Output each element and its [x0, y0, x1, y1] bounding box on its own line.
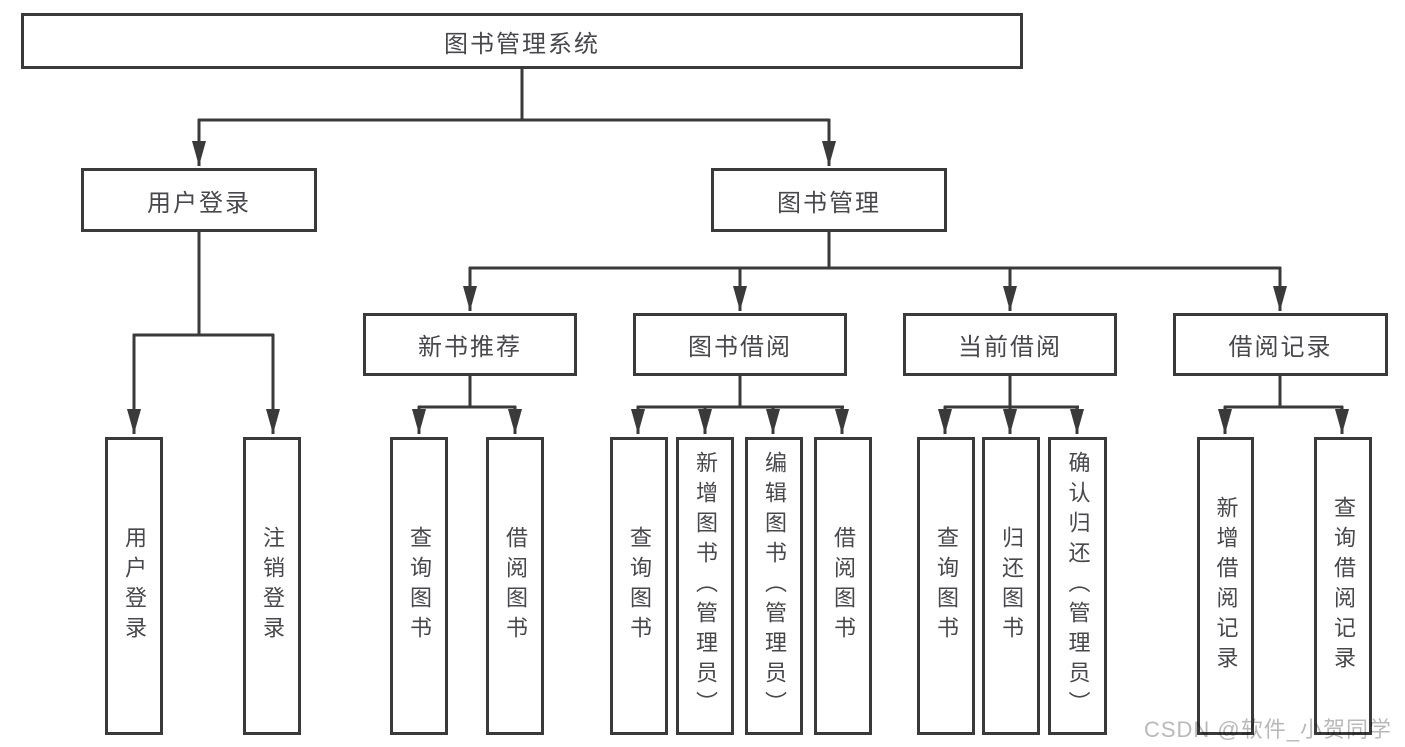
leaf-borrow-books-borrowing: 借阅图书	[814, 437, 872, 735]
node-borrowing-records: 借阅记录	[1173, 313, 1388, 376]
leaf-user-login: 用户登录	[105, 437, 163, 735]
leaf-confirm-return-admin: 确认归还（管理员）	[1048, 437, 1107, 735]
leaf-add-borrow-record: 新增借阅记录	[1197, 437, 1254, 735]
leaf-add-book-admin: 新增图书（管理员）	[676, 437, 734, 735]
watermark: CSDN @软件_小贺同学	[1143, 717, 1392, 742]
leaf-query-books-recommend: 查询图书	[390, 437, 448, 735]
node-library-management-system: 图书管理系统	[21, 13, 1023, 69]
leaf-query-books-current: 查询图书	[917, 437, 975, 735]
leaf-query-borrow-record: 查询借阅记录	[1314, 437, 1372, 735]
leaf-edit-book-admin: 编辑图书（管理员）	[745, 437, 803, 735]
leaf-logout: 注销登录	[243, 437, 301, 735]
node-book-borrowing: 图书借阅	[633, 313, 847, 376]
leaf-return-books: 归还图书	[982, 437, 1040, 735]
node-new-book-recommendation: 新书推荐	[363, 313, 577, 376]
node-current-borrowing: 当前借阅	[903, 313, 1117, 376]
leaf-query-books-borrowing: 查询图书	[610, 437, 668, 735]
leaf-borrow-books-recommend: 借阅图书	[486, 437, 544, 735]
node-user-login: 用户登录	[81, 168, 317, 232]
node-book-management: 图书管理	[711, 168, 947, 232]
